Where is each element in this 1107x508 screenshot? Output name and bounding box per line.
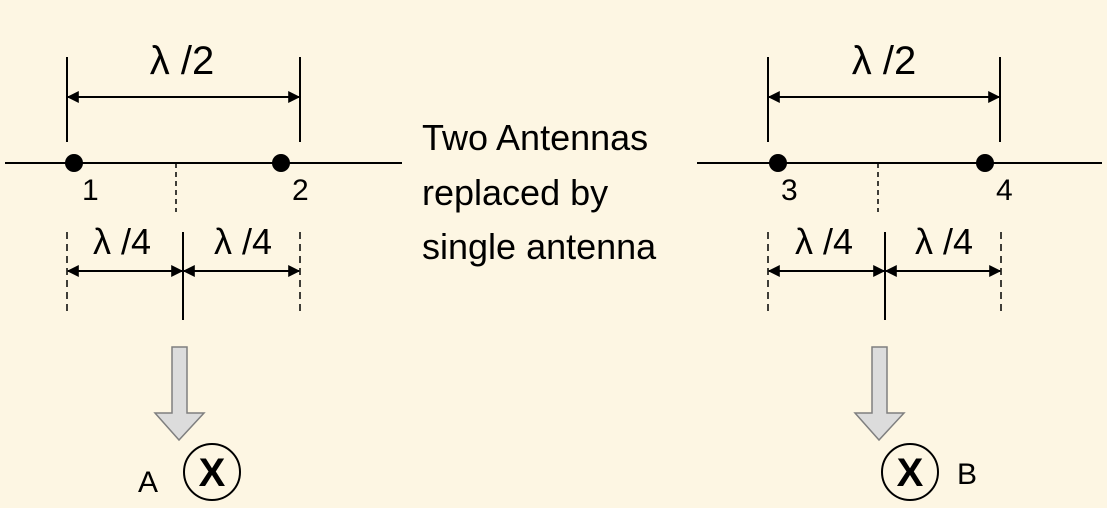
antenna-b-circle [881, 443, 939, 501]
right-antenna-array: λ /2 3 4 λ /4 λ /4 X B [697, 39, 1102, 501]
right-down-arrow-icon [853, 346, 906, 442]
right-quarter-label-2: λ /4 [915, 221, 973, 262]
left-quarter-label-2: λ /4 [214, 221, 272, 262]
antenna-1-label: 1 [82, 174, 99, 207]
caption-line-1: Two Antennas [422, 117, 648, 158]
left-antenna-array: λ /2 1 2 λ /4 λ /4 X A [5, 39, 402, 501]
antenna-3-dot [769, 154, 787, 172]
antenna-4-label: 4 [996, 174, 1013, 207]
left-quarter-label-1: λ /4 [93, 221, 151, 262]
antenna-b-symbol: X [897, 451, 924, 495]
antenna-a-label: A [138, 466, 158, 499]
antenna-1-dot [65, 154, 83, 172]
caption-line-3: single antenna [422, 226, 657, 267]
right-quarter-label-1: λ /4 [795, 221, 853, 262]
left-down-arrow-icon [153, 346, 206, 442]
antenna-2-label: 2 [292, 174, 309, 207]
antenna-b-label: B [957, 458, 977, 491]
left-span-label: λ /2 [150, 39, 214, 83]
antenna-a-symbol: X [199, 451, 226, 495]
antenna-4-dot [976, 154, 994, 172]
caption-line-2: replaced by [422, 172, 608, 213]
right-span-label: λ /2 [852, 39, 916, 83]
antenna-2-dot [272, 154, 290, 172]
caption: Two Antennas replaced by single antenna [422, 117, 657, 267]
antenna-a-circle [183, 443, 241, 501]
antenna-3-label: 3 [781, 174, 798, 207]
